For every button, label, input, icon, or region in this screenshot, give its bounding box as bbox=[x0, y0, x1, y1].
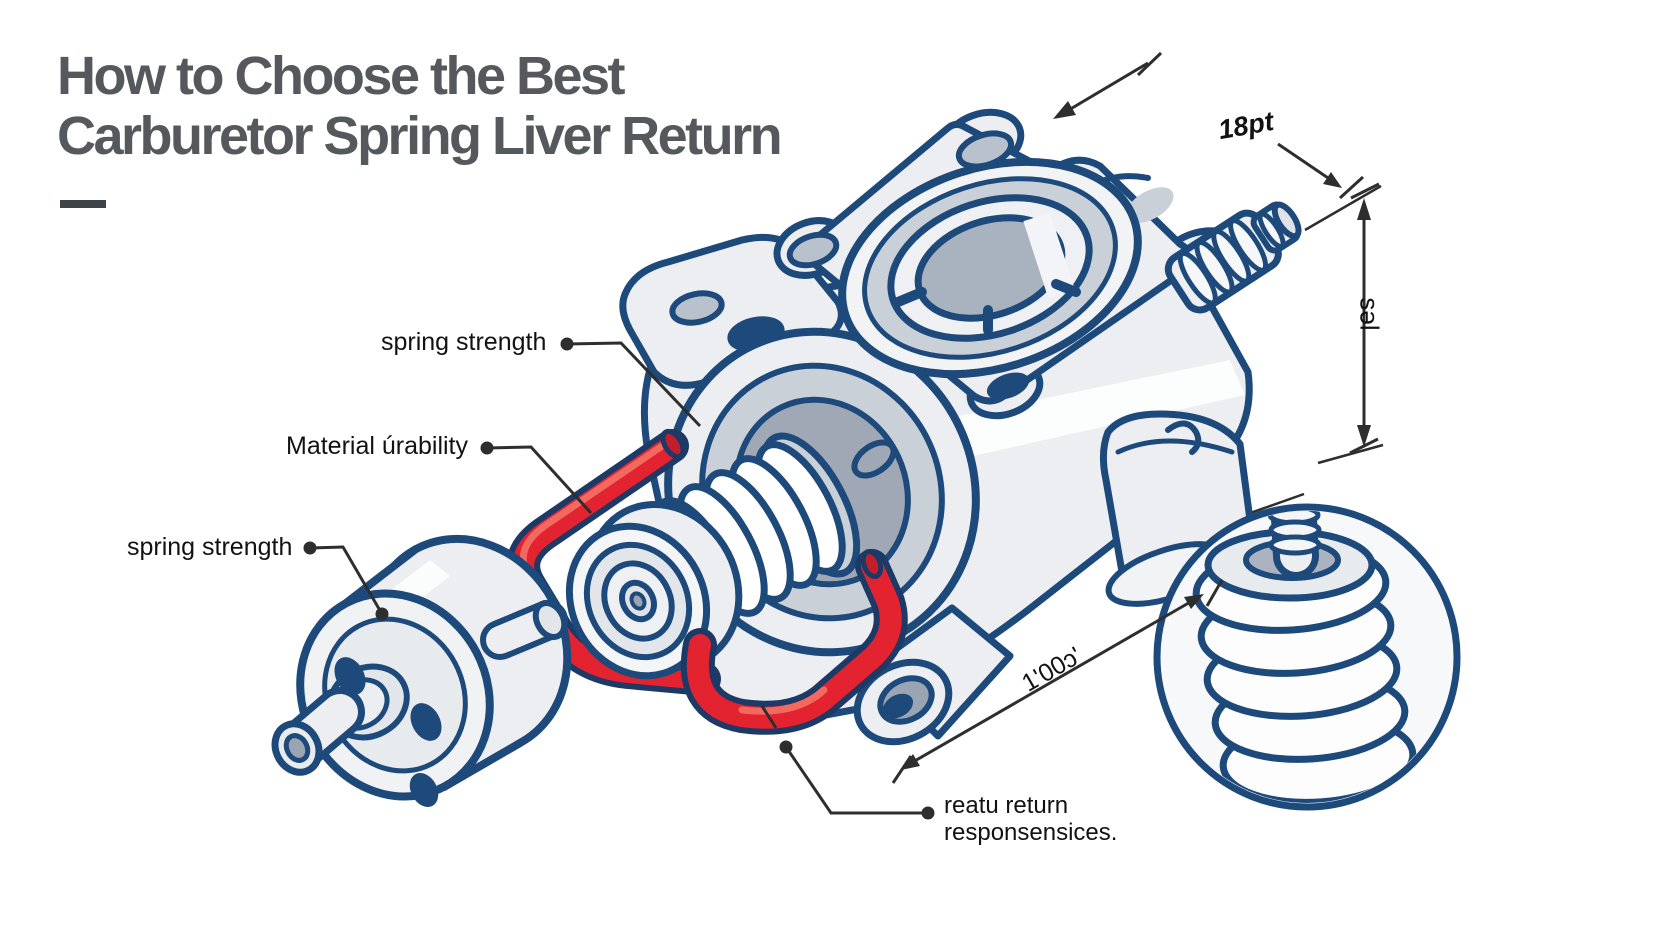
pulley-cap bbox=[565, 500, 743, 680]
top-flange bbox=[773, 108, 1245, 420]
leader-lines bbox=[303, 337, 935, 820]
leader-material-durability bbox=[486, 445, 593, 515]
ear-hole bbox=[669, 290, 725, 326]
main-bore bbox=[838, 157, 1142, 379]
dimension-right-height-label: səl bbox=[1354, 297, 1385, 331]
callout-material-durability: Material úrability bbox=[286, 432, 469, 460]
hub-flange-component bbox=[271, 534, 572, 808]
leader-spring-strength-top bbox=[566, 341, 702, 428]
callout-lever-return: reatu return responsensices. bbox=[944, 792, 1117, 846]
title-underline-dash bbox=[60, 200, 106, 208]
inset-spring-detail bbox=[1153, 503, 1461, 811]
dimension-lines bbox=[891, 51, 1384, 784]
flange-hole bbox=[955, 130, 1015, 170]
bottom-cylinder bbox=[853, 604, 1014, 746]
callout-spring-strength-left: spring strength bbox=[127, 533, 293, 561]
callout-lever-return-line1: reatu return bbox=[944, 792, 1069, 819]
callout-spring-strength-top: spring strength bbox=[381, 328, 547, 356]
page-title-line2: Carburetor Spring Liver Return bbox=[57, 106, 783, 166]
red-return-tube-lower bbox=[680, 548, 908, 735]
leader-lever-return bbox=[784, 746, 928, 815]
threaded-stub bbox=[1164, 201, 1302, 314]
body-highlight-band bbox=[940, 360, 1245, 460]
flange-bolt bbox=[986, 372, 1030, 400]
flange-hole bbox=[786, 231, 840, 269]
callout-lever-return-line2: responsensices. bbox=[944, 819, 1118, 846]
page-title-line1: How to Choose the Best bbox=[57, 46, 626, 106]
face-hole bbox=[851, 439, 897, 479]
leader-spring-strength-left bbox=[309, 545, 384, 615]
page-title: How to Choose the Best Carburetor Spring… bbox=[57, 46, 783, 166]
